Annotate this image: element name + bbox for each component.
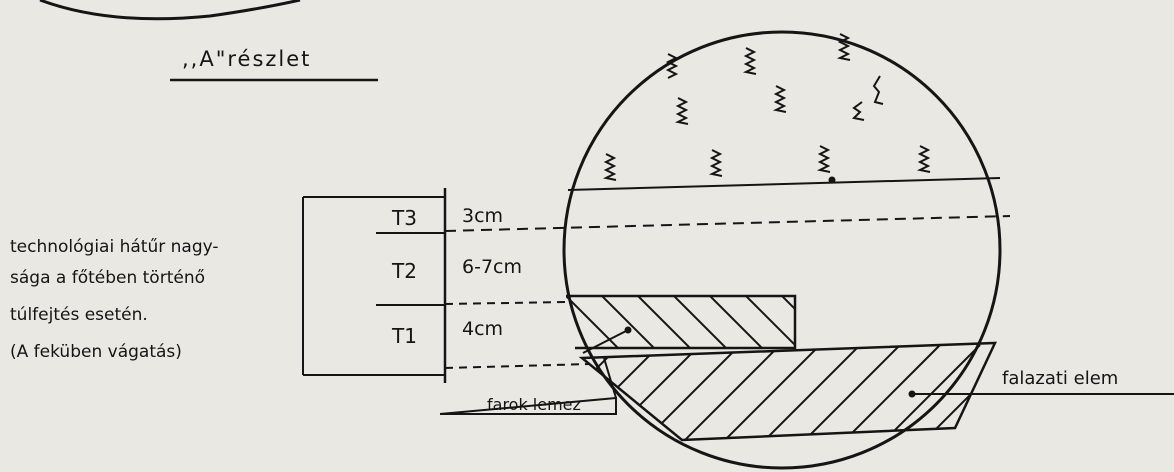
layer-t2-name: T2 — [391, 259, 417, 283]
rock-surface-line — [567, 177, 1001, 191]
tail-plate-hatched — [566, 294, 797, 350]
rock-dot — [828, 176, 836, 184]
left-bracket — [302, 196, 445, 376]
layer-t3-thickness: 3cm — [462, 205, 503, 227]
tail-plate-callout — [439, 326, 632, 415]
detail-title: ,,A"részlet — [182, 47, 311, 71]
previous-circle-arc — [39, 0, 301, 21]
layer-table — [376, 188, 447, 383]
layer-t3-name: T3 — [391, 206, 417, 230]
note-line-4: (A feküben vágatás) — [10, 342, 182, 362]
note-line-3: túlfejtés esetén. — [10, 305, 148, 325]
layer-t1-name: T1 — [391, 324, 417, 348]
dashed-top-line — [444, 215, 1011, 232]
rock-symbols — [602, 33, 931, 181]
dashed-mid-line — [444, 301, 567, 305]
note-line-1: technológiai hátűr nagy- — [10, 237, 219, 257]
wall-element-label: falazati elem — [1002, 368, 1118, 389]
note-line-2: sága a főtében történő — [10, 268, 205, 288]
dashed-bottom-line — [444, 363, 591, 369]
tail-plate-label: farok lemez — [487, 395, 581, 414]
layer-t2-thickness: 6-7cm — [462, 256, 522, 278]
wall-element-callout — [908, 390, 1174, 398]
layer-t1-thickness: 4cm — [462, 318, 503, 340]
detail-circle — [562, 30, 1002, 470]
